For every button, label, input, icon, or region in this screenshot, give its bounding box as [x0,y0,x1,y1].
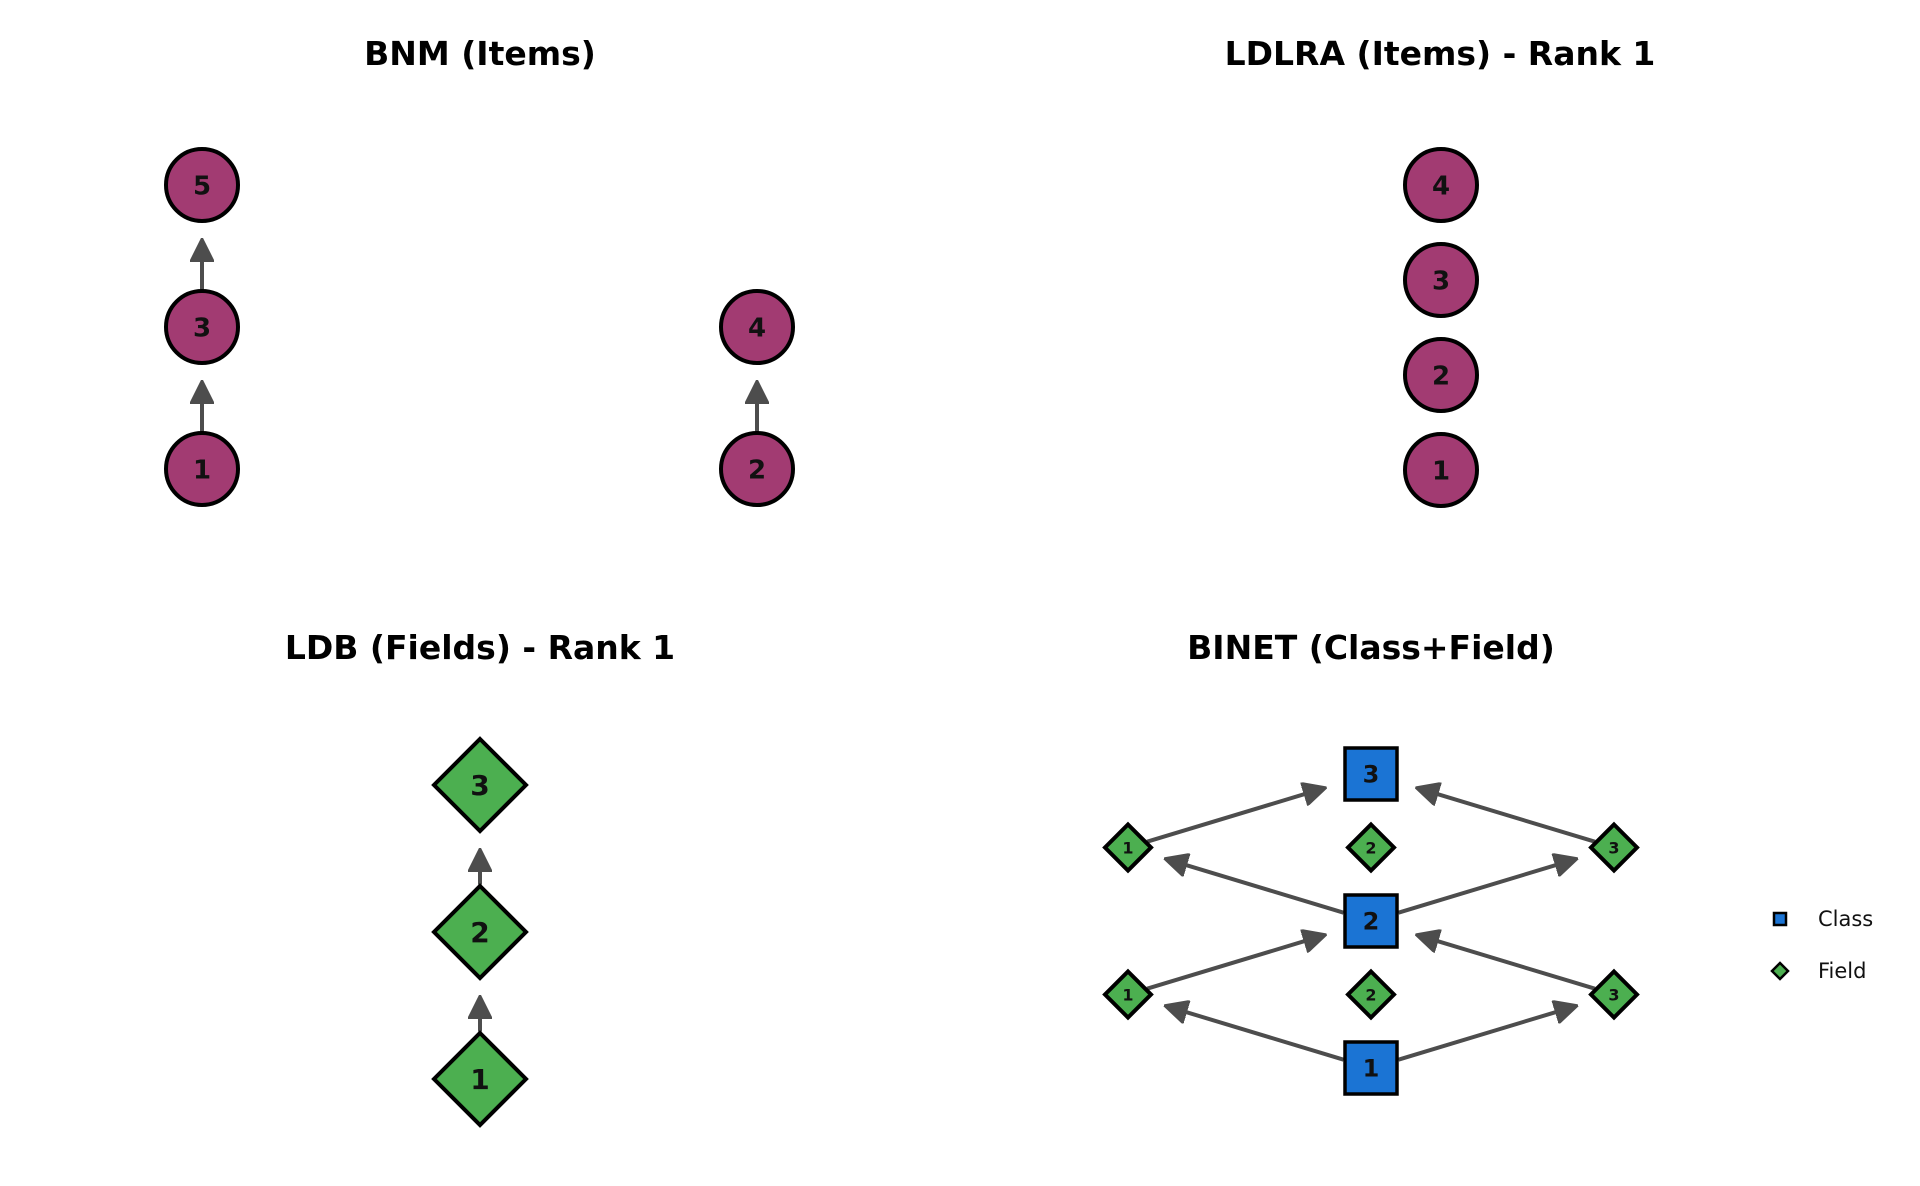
legend-label-class: Class [1818,907,1873,931]
legend-item-field: Field [1770,959,1866,983]
square-node-shape [1343,893,1399,949]
panel-title-binet: BINET (Class+Field) [1187,628,1555,667]
diamond-node-shape [1102,821,1154,874]
node-label: 3 [470,769,489,802]
bnm-node-item-2: 2 [719,431,795,507]
legend-item-class: Class [1772,907,1873,931]
ldlra-graph: 1 2 3 4 [1403,147,1479,508]
node-label: 3 [193,313,211,343]
ldb-graph: 1 2 3 [431,736,529,1128]
ldb-nodes: 1 2 3 [431,736,529,1128]
node-label: 1 [1432,456,1450,486]
edge-binet-F1b-to-C3 [1146,788,1324,844]
node-label: 2 [1432,361,1450,391]
circle-node-shape [719,431,795,507]
panel-title-ldb: LDB (Fields) - Rank 1 [285,628,675,667]
ldb-node-field-2: 2 [431,883,529,981]
node-label: 2 [1365,838,1376,857]
node-label: 2 [470,916,489,949]
circle-node-shape [1403,242,1479,318]
node-label: 4 [1432,171,1450,201]
bnm-node-item-4: 4 [719,289,795,365]
diamond-node-shape [1588,821,1640,874]
square-node-shape [1343,746,1399,802]
ldlra-node-item-4: 4 [1403,147,1479,223]
binet-nodes: 1 2 3 1 2 3 1 2 3 [1102,746,1640,1096]
binet-node-field-2: 2 [1345,968,1397,1021]
node-label: 1 [470,1063,489,1096]
diamond-node-shape [1345,968,1397,1021]
binet-node-field-2: 2 [1345,821,1397,874]
node-label: 1 [1363,1055,1380,1083]
ldlra-node-item-2: 2 [1403,337,1479,413]
diamond-node-shape [1588,968,1640,1021]
binet-node-field-1: 1 [1102,821,1154,874]
legend-label-field: Field [1818,959,1866,983]
node-label: 3 [1432,266,1450,296]
bnm-graph: 1 3 5 2 4 [164,147,795,507]
ldb-node-field-1: 1 [431,1030,529,1128]
node-label: 3 [1363,761,1380,789]
ldlra-node-item-1: 1 [1403,432,1479,508]
bnm-nodes: 1 3 5 2 4 [164,147,795,507]
circle-node-shape [164,147,240,223]
diamond-node-shape [431,1030,529,1128]
diamond-node-shape [1345,821,1397,874]
binet-node-field-1: 1 [1102,968,1154,1021]
circle-node-shape [1403,432,1479,508]
binet-node-field-3: 3 [1588,968,1640,1021]
circle-node-shape [1403,147,1479,223]
circle-node-shape [164,431,240,507]
binet-node-field-3: 3 [1588,821,1640,874]
ldb-node-field-3: 3 [431,736,529,834]
edge-binet-F1a-to-C2 [1146,935,1324,991]
node-label: 3 [1608,985,1619,1004]
edge-binet-C1-to-F3a [1397,1006,1575,1062]
binet-node-class-1: 1 [1343,1040,1399,1096]
binet-node-class-3: 3 [1343,746,1399,802]
legend: Class Field [1770,907,1873,983]
circle-node-shape [1403,337,1479,413]
binet-node-class-2: 2 [1343,893,1399,949]
edge-binet-C2-to-F1b [1166,859,1345,915]
class-square-icon [1772,911,1788,927]
bnm-edges [202,241,757,432]
ldlra-node-item-3: 3 [1403,242,1479,318]
diamond-node-shape [431,736,529,834]
node-label: 1 [193,455,211,485]
node-label: 1 [1122,985,1133,1004]
edge-binet-F3b-to-C3 [1418,788,1596,844]
node-label: 1 [1122,838,1133,857]
diamond-node-shape [1102,968,1154,1021]
field-diamond-icon [1770,961,1790,981]
edge-binet-C2-to-F3b [1397,859,1575,915]
edge-binet-C1-to-F1a [1166,1006,1345,1062]
bnm-node-item-5: 5 [164,147,240,223]
circle-node-shape [719,289,795,365]
binet-edges [1146,788,1596,1062]
node-label: 4 [748,313,766,343]
node-label: 2 [1363,908,1380,936]
panel-title-bnm: BNM (Items) [364,34,596,73]
binet-graph: 1 2 3 1 2 3 1 2 3 [1102,746,1640,1096]
panel-title-ldlra: LDLRA (Items) - Rank 1 [1225,34,1656,73]
node-label: 2 [748,455,766,485]
bnm-node-item-1: 1 [164,431,240,507]
square-node-shape [1343,1040,1399,1096]
ldlra-nodes: 1 2 3 4 [1403,147,1479,508]
circle-node-shape [164,289,240,365]
bnm-node-item-3: 3 [164,289,240,365]
node-label: 3 [1608,838,1619,857]
diamond-node-shape [431,883,529,981]
edge-binet-F3a-to-C2 [1418,935,1596,991]
node-label: 5 [193,171,211,201]
node-label: 2 [1365,985,1376,1004]
